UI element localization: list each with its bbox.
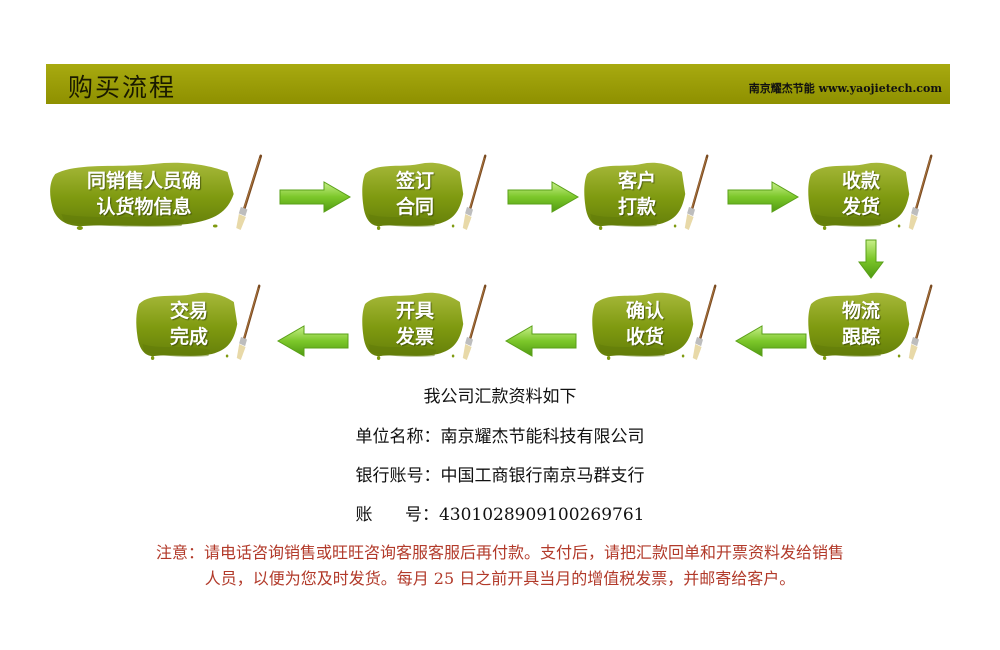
- payment-heading: 我公司汇款资料如下: [423, 387, 577, 407]
- header-bar: 购买流程 南京耀杰节能 www.yaojietech.com: [46, 64, 950, 104]
- arrow-down-icon: [858, 239, 884, 279]
- step-label: 同销售人员确 认货物信息: [86, 170, 201, 218]
- step-confirm-receipt: 确认 收货: [590, 284, 720, 362]
- step-label: 签订 合同: [395, 170, 434, 218]
- step-label: 收款 发货: [841, 170, 880, 218]
- step-issue-invoice: 开具 发票: [360, 284, 490, 362]
- step-label: 确认 收货: [625, 300, 664, 348]
- step-logistics-tracking: 物流 跟踪: [806, 284, 936, 362]
- note-line-1: 注意：请电话咨询销售或旺旺咨询客服客服后再付款。支付后，请把汇款回单和开票资料发…: [155, 543, 844, 562]
- step-label: 开具 发票: [395, 300, 434, 348]
- arrow-right-icon: [727, 181, 800, 213]
- payment-account: 账 号：4301028909100269761: [355, 505, 645, 525]
- step-confirm-goods-info: 同销售人员确 认货物信息: [46, 154, 266, 232]
- step-label: 物流 跟踪: [841, 300, 880, 348]
- payment-unit-name: 单位名称：南京耀杰节能科技有限公司: [355, 427, 645, 447]
- step-sign-contract: 签订 合同: [360, 154, 490, 232]
- arrow-left-icon: [276, 325, 349, 357]
- payment-bank: 银行账号：中国工商银行南京马群支行: [355, 466, 645, 486]
- step-customer-payment: 客户 打款: [582, 154, 712, 232]
- site-label: 南京耀杰节能 www.yaojietech.com: [748, 82, 942, 95]
- arrow-right-icon: [279, 181, 352, 213]
- arrow-left-icon: [734, 325, 807, 357]
- note-line-2: 人员，以便为您及时发货。每月 25 日之前开具当月的增值税发票，并邮寄给客户。: [204, 569, 796, 588]
- step-transaction-complete: 交易 完成: [134, 284, 264, 362]
- step-label: 交易 完成: [169, 300, 208, 348]
- step-label: 客户 打款: [617, 170, 656, 218]
- arrow-left-icon: [504, 325, 577, 357]
- page-title: 购买流程: [68, 73, 177, 102]
- arrow-right-icon: [507, 181, 580, 213]
- step-receive-and-ship: 收款 发货: [806, 154, 936, 232]
